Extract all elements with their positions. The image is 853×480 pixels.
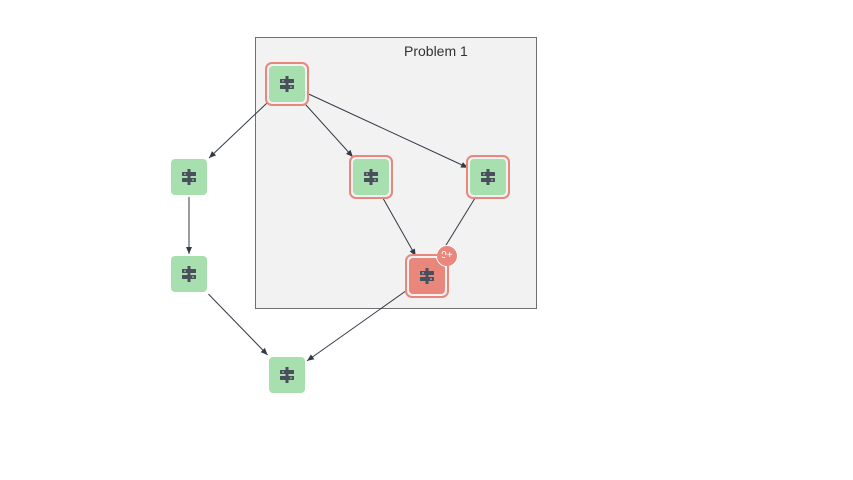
topology-node-n3[interactable] [349,155,393,199]
network-switch-icon [278,366,296,384]
network-switch-icon [362,168,380,186]
topology-node-n1[interactable] [265,62,309,106]
topology-node-n2[interactable] [171,159,207,195]
topology-node-n6[interactable]: 9+ [405,245,458,298]
network-switch-icon [278,75,296,93]
network-switch-icon [180,265,198,283]
problem-count-badge: 9+ [436,245,458,267]
topology-node-n7[interactable] [269,357,305,393]
topology-node-n4[interactable] [466,155,510,199]
network-switch-icon [418,267,436,285]
problem-group-title: Problem 1 [404,43,468,59]
network-switch-icon [479,168,497,186]
network-switch-icon [180,168,198,186]
topology-node-n5[interactable] [171,256,207,292]
